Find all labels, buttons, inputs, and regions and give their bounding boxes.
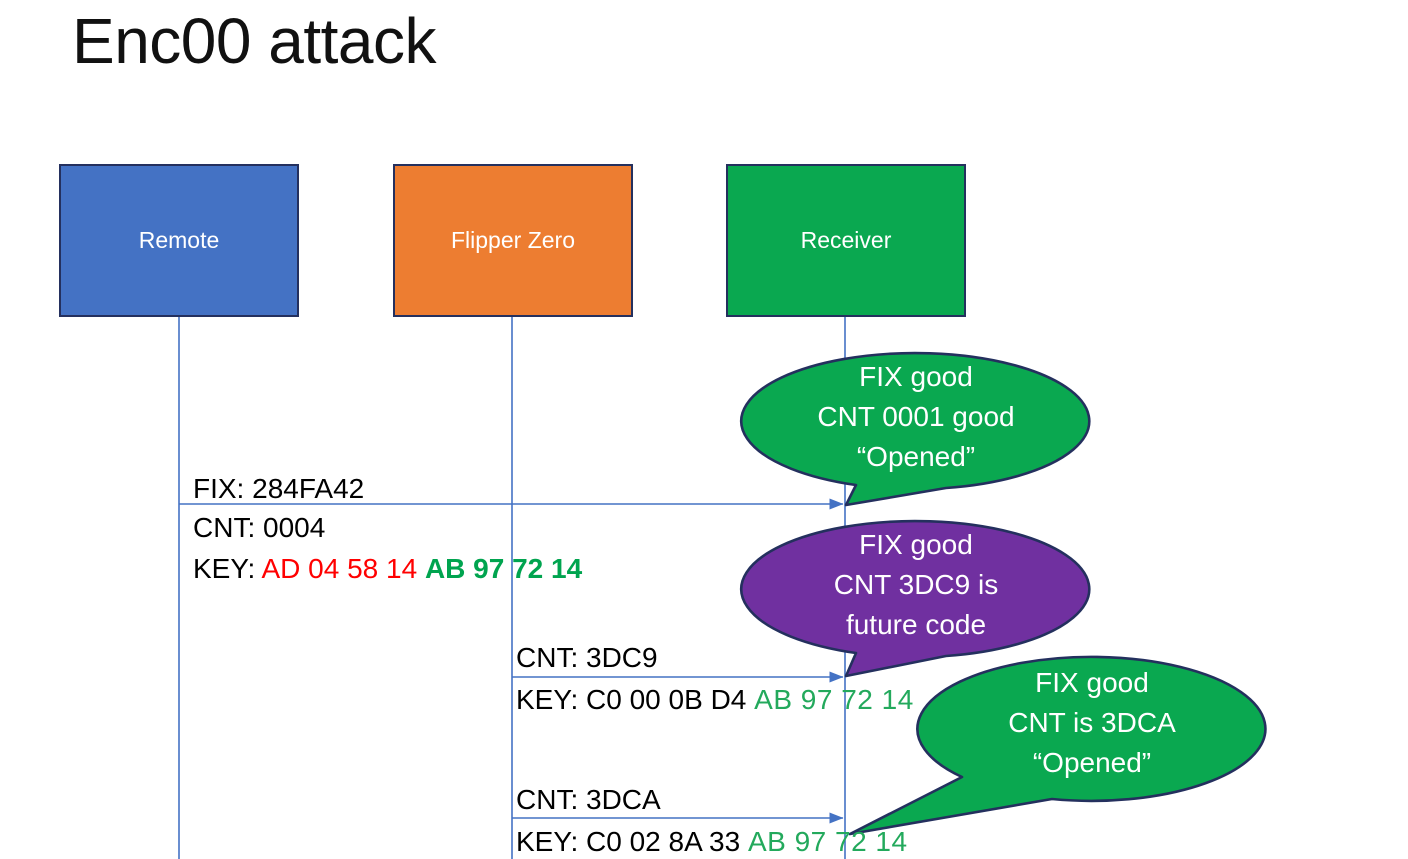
bubble-2-line-1: FIX good [859, 529, 973, 560]
actor-box-receiver: Receiver [726, 164, 966, 317]
slide-title: Enc00 attack [72, 5, 437, 77]
actor-label-flipper-zero: Flipper Zero [451, 227, 575, 253]
bubble-1-line-3: “Opened” [856, 441, 976, 472]
message-3-key-label: KEY: C0 02 8A 33 AB 97 72 14 [516, 821, 908, 859]
message-1-fix-label: FIX: 284FA42 [193, 468, 364, 509]
bubble-2-line-2: CNT 3DC9 is [833, 569, 999, 600]
speech-bubble-2-text: FIX good CNT 3DC9 is future code [746, 525, 1086, 645]
bubble-3-line-3: “Opened” [1032, 747, 1152, 778]
key-green-bytes: AB 97 72 14 [754, 684, 914, 715]
message-1-cnt-label: CNT: 0004 [193, 512, 326, 543]
bubble-3-line-2: CNT is 3DCA [1008, 707, 1176, 738]
message-2-cnt-label: CNT: 3DC9 [516, 642, 658, 673]
speech-bubble-3-text: FIX good CNT is 3DCA “Opened” [922, 663, 1262, 783]
message-1-key-label: KEY: AD 04 58 14 AB 97 72 14 [193, 548, 582, 589]
speech-bubble-1-text: FIX good CNT 0001 good “Opened” [746, 357, 1086, 477]
message-3-cnt-label: CNT: 3DCA [516, 784, 661, 815]
fix-value: FIX: 284FA42 [193, 473, 365, 504]
bubble-1-line-1: FIX good [859, 361, 973, 392]
bubble-3-line-1: FIX good [1035, 667, 1149, 698]
message-1-body: CNT: 0004 KEY: AD 04 58 14 AB 97 72 14 [193, 507, 582, 589]
bubble-2-line-3: future code [845, 609, 987, 640]
key-prefix: KEY: [193, 553, 262, 584]
actor-box-remote: Remote [59, 164, 299, 317]
message-2-key-label: KEY: C0 00 0B D4 AB 97 72 14 [516, 679, 914, 721]
actor-box-flipper-zero: Flipper Zero [393, 164, 633, 317]
actor-label-remote: Remote [138, 227, 220, 253]
message-2-body: CNT: 3DC9 KEY: C0 00 0B D4 AB 97 72 14 [516, 637, 914, 721]
key-prefix: KEY: C0 00 0B D4 [516, 684, 755, 715]
actor-label-receiver: Receiver [800, 227, 892, 253]
key-green-bytes: AB 97 72 14 [424, 553, 583, 584]
speech-bubble-3-shape [848, 655, 1267, 836]
message-3-body: CNT: 3DCA KEY: C0 02 8A 33 AB 97 72 14 [516, 779, 908, 859]
speech-bubble-1-shape [740, 351, 1091, 507]
key-prefix: KEY: C0 02 8A 33 [516, 826, 748, 857]
bubble-1-line-2: CNT 0001 good [817, 401, 1015, 432]
speech-bubble-2-shape [740, 519, 1091, 678]
key-green-bytes: AB 97 72 14 [747, 826, 908, 857]
key-red-bytes: AD 04 58 14 [261, 553, 425, 584]
